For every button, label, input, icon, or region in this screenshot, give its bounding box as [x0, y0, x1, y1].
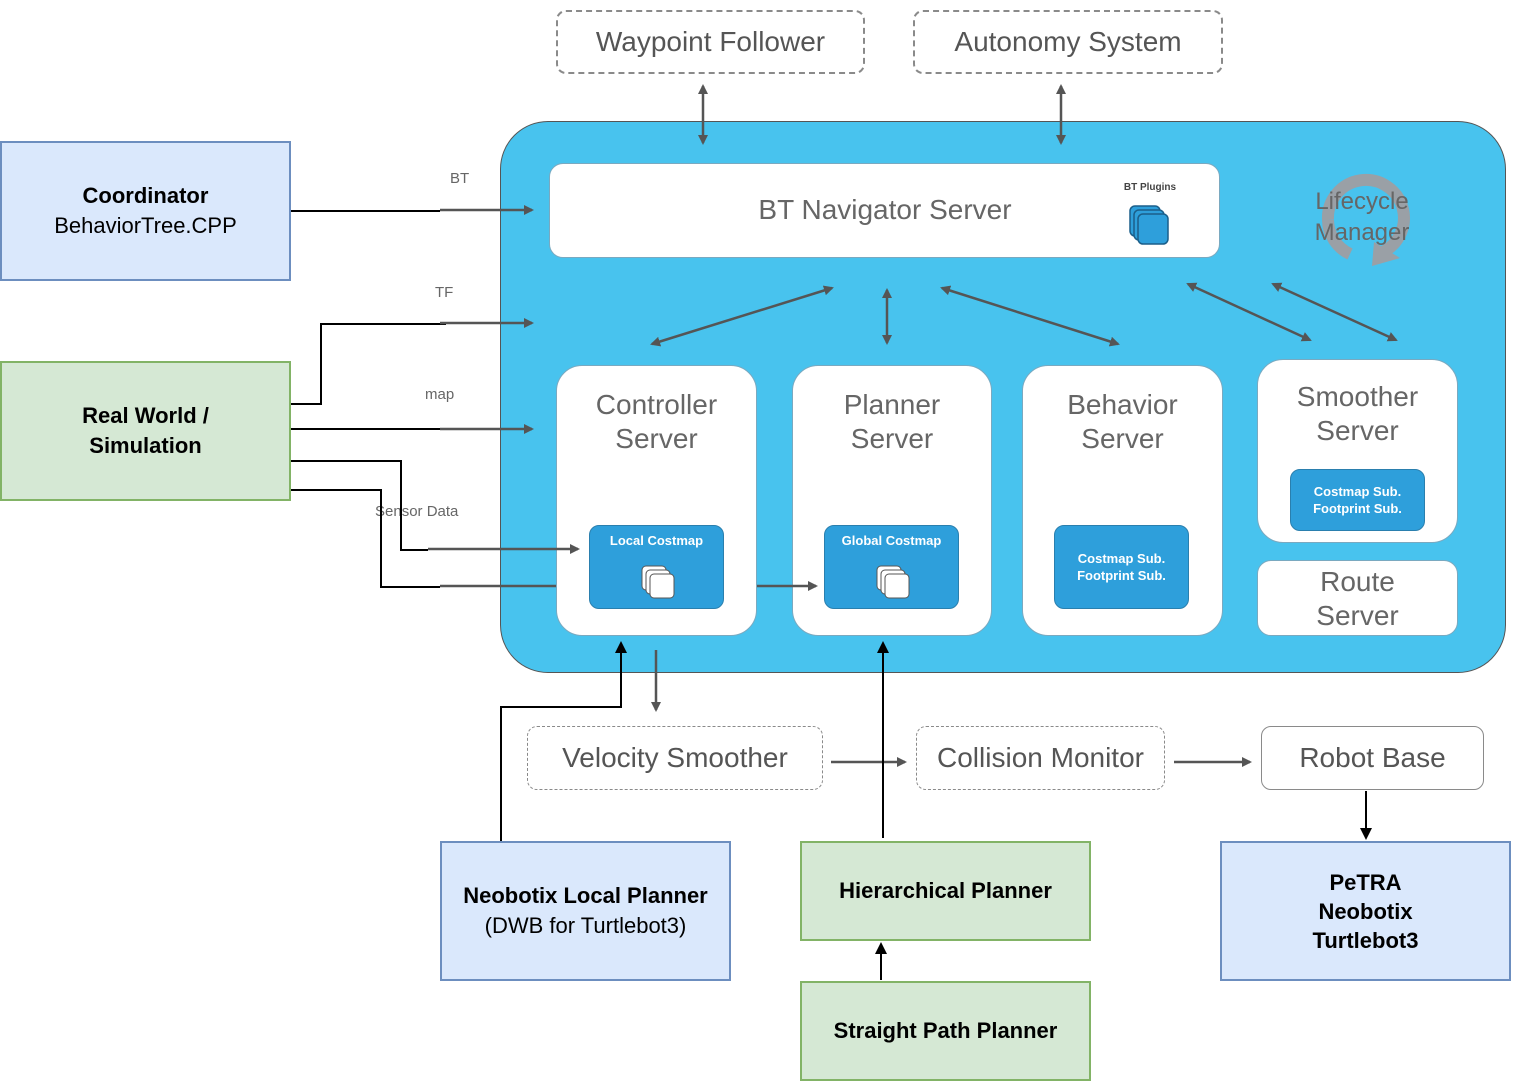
lifecycle-route-link — [1271, 282, 1398, 342]
behavior-title-2: Server — [1081, 423, 1164, 454]
controller-title-2: Server — [615, 423, 698, 454]
behavior-sub-line2: Footprint Sub. — [1077, 568, 1166, 583]
smoother-sub-box: Costmap Sub. Footprint Sub. — [1290, 469, 1425, 531]
robot-neobotix: Neobotix — [1318, 898, 1413, 924]
global-costmap-box: Global Costmap — [824, 525, 959, 609]
robot-turtlebot3: Turtlebot3 — [1312, 927, 1419, 953]
planner-title-2: Server — [850, 423, 934, 454]
coordinator-box: Coordinator BehaviorTree.CPP — [0, 141, 291, 281]
bt-navigator-box: BT Navigator Server BT Plugins — [549, 163, 1220, 258]
robot-petra: PeTRA — [1329, 869, 1402, 895]
waypoint-follower-label: Waypoint Follower — [595, 26, 826, 57]
behavior-title-1: Behavior — [1067, 389, 1178, 420]
coordinator-subtitle: BehaviorTree.CPP — [54, 213, 237, 238]
controller-title-1: Controller — [595, 389, 718, 420]
sensor-input-label: Sensor Data — [375, 503, 459, 520]
coordinator-title: Coordinator — [82, 183, 209, 208]
real-world-line1: Real World / — [82, 403, 209, 428]
behavior-sub-box: Costmap Sub. Footprint Sub. — [1054, 525, 1189, 609]
robot-base-box: Robot Base — [1261, 726, 1484, 790]
local-costmap-stack-icon — [641, 565, 675, 599]
realworld-sensor-line1 — [291, 460, 428, 551]
robots-box: PeTRA Neobotix Turtlebot3 — [1220, 841, 1511, 981]
smoother-sub-line2: Footprint Sub. — [1313, 501, 1402, 516]
straight-path-planner-label: Straight Path Planner — [833, 1018, 1058, 1043]
smoother-title-1: Smoother — [1296, 381, 1419, 412]
autonomy-system-label: Autonomy System — [954, 26, 1182, 57]
bt-plugins-label: BT Plugins — [1123, 182, 1177, 193]
smoother-title-2: Server — [1316, 415, 1399, 446]
tf-input-label: TF — [435, 284, 454, 301]
hierarchical-planner-box: Hierarchical Planner — [800, 841, 1091, 941]
realworld-tf-line — [291, 323, 446, 405]
waypoint-follower-box: Waypoint Follower — [556, 10, 865, 74]
plugins-stack-icon — [1129, 205, 1169, 245]
map-input-label: map — [425, 386, 455, 403]
robot-base-label: Robot Base — [1299, 742, 1446, 773]
collision-monitor-box: Collision Monitor — [916, 726, 1165, 790]
bt-controller-link — [650, 285, 834, 347]
route-server-box: Route Server — [1257, 560, 1458, 636]
realworld-sensor-line2 — [291, 489, 440, 588]
bt-navigator-label: BT Navigator Server — [758, 194, 1012, 225]
neobotix-controller-arrow — [500, 641, 627, 841]
neobotix-local-planner-box: Neobotix Local Planner (DWB for Turtlebo… — [440, 841, 731, 981]
neobotix-subtitle: (DWB for Turtlebot3) — [484, 913, 687, 938]
collision-monitor-label: Collision Monitor — [937, 742, 1144, 773]
local-costmap-box: Local Costmap — [589, 525, 724, 609]
real-world-box: Real World / Simulation — [0, 361, 291, 501]
neobotix-title: Neobotix Local Planner — [463, 883, 708, 908]
planner-title-1: Planner — [843, 389, 941, 420]
route-title-1: Route — [1320, 566, 1395, 597]
lifecycle-manager-label: Lifecycle Manager — [1300, 186, 1424, 248]
hierarchical-planner-label: Hierarchical Planner — [839, 878, 1052, 903]
bt-input-label: BT — [450, 170, 470, 187]
behavior-sub-line1: Costmap Sub. — [1077, 551, 1166, 566]
local-costmap-label: Local Costmap — [609, 533, 704, 548]
real-world-line2: Simulation — [89, 433, 202, 458]
velocity-smoother-label: Velocity Smoother — [562, 742, 788, 773]
global-costmap-label: Global Costmap — [841, 533, 942, 548]
autonomy-system-box: Autonomy System — [913, 10, 1223, 74]
bt-behavior-link — [940, 285, 1120, 347]
velocity-smoother-box: Velocity Smoother — [527, 726, 823, 790]
route-title-2: Server — [1316, 600, 1399, 631]
lifecycle-line2: Manager — [1314, 219, 1410, 246]
straight-path-planner-box: Straight Path Planner — [800, 981, 1091, 1081]
lifecycle-line1: Lifecycle — [1315, 188, 1409, 215]
lifecycle-refresh-icon — [1321, 173, 1410, 266]
smoother-sub-line1: Costmap Sub. — [1313, 484, 1402, 499]
global-costmap-stack-icon — [876, 565, 910, 599]
